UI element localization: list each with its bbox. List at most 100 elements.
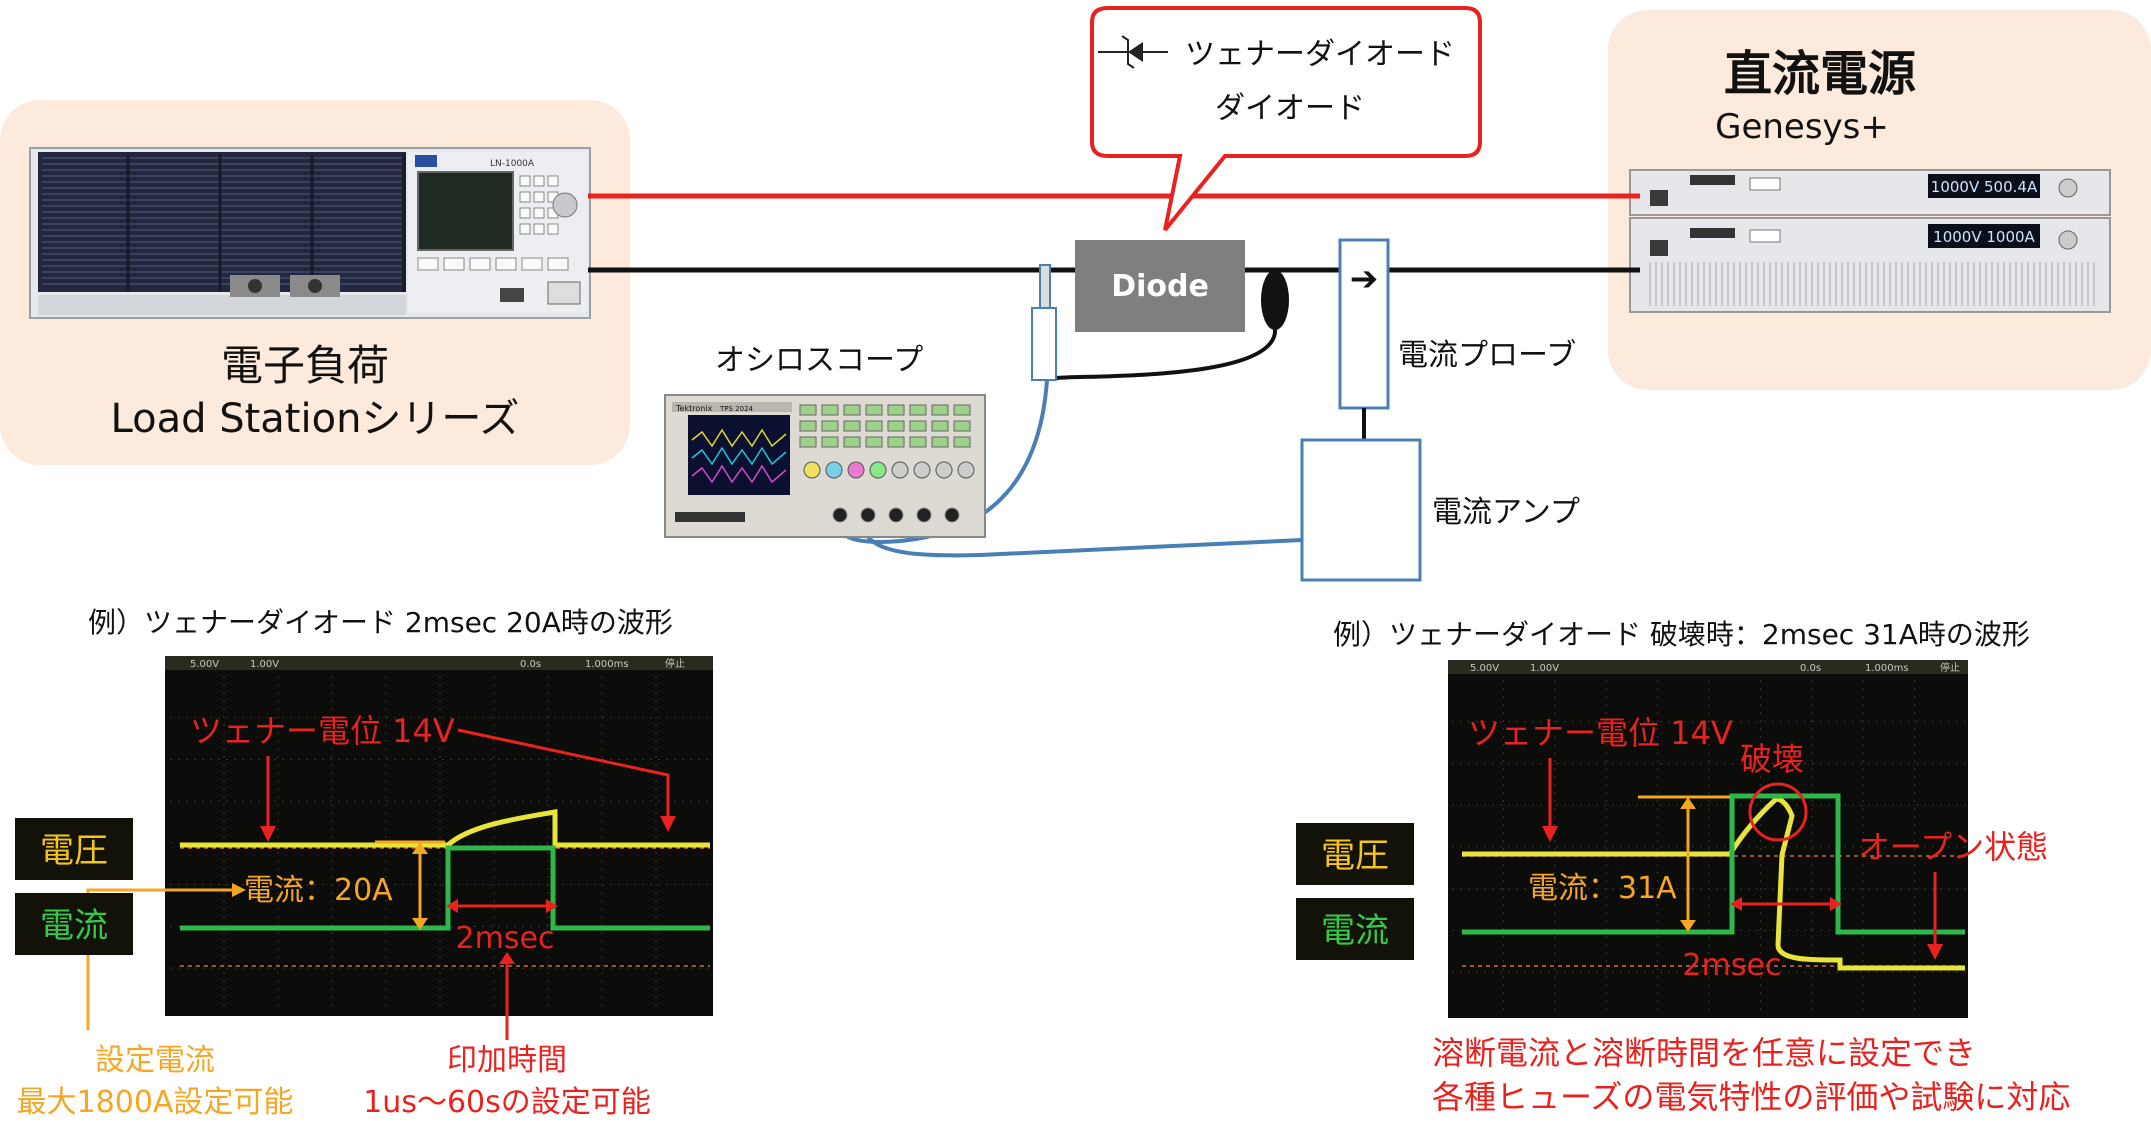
scope-knob[interactable] [957, 461, 975, 479]
diode-block [1075, 240, 1245, 332]
scope-button[interactable] [953, 436, 971, 448]
left-example-heading: 例）ツェナーダイオード 2msec 20A時の波形 [88, 606, 673, 639]
load-brand-badge [415, 155, 437, 167]
current-amp [1300, 438, 1422, 582]
current-direction-arrow-icon: ➔ [1350, 259, 1379, 299]
scope-button[interactable] [865, 420, 883, 432]
scope-button[interactable] [843, 404, 861, 416]
diode-label: Diode [1111, 269, 1209, 304]
scope-button[interactable] [799, 436, 817, 448]
electronic-load-device: LN-1000A [29, 147, 591, 319]
supply-display-bottom-text: 1000V 1000A [1933, 228, 2035, 246]
scope-button[interactable] [887, 404, 905, 416]
load-keypad-button[interactable] [519, 223, 531, 235]
load-key-button[interactable] [417, 257, 439, 271]
right-current-label: 電流：31A [1528, 871, 1677, 906]
load-key-button[interactable] [547, 257, 569, 271]
callout-line-diode: ダイオード [1215, 91, 1365, 126]
supply-knob-icon[interactable] [2058, 178, 2078, 198]
scope-button[interactable] [843, 436, 861, 448]
scope-knob[interactable] [847, 461, 865, 479]
right-legend-voltage-box [1296, 823, 1414, 885]
left-legend-current-box [15, 893, 133, 955]
left-legend-voltage: 電圧 [40, 831, 108, 871]
scope-knob[interactable] [803, 461, 821, 479]
scope-knob[interactable] [869, 461, 887, 479]
scope-button[interactable] [887, 420, 905, 432]
scope-button[interactable] [931, 436, 949, 448]
right-broken-label: 破壊 [1740, 740, 1804, 778]
load-keypad-button[interactable] [533, 207, 545, 219]
scope-button[interactable] [931, 404, 949, 416]
scope-button[interactable] [799, 420, 817, 432]
load-keypad-button[interactable] [519, 191, 531, 203]
scope-input-connector [860, 507, 876, 523]
left-scope-capture: 5.00V 1.00V 0.0s 1.000ms 停止 [165, 656, 713, 1016]
scope-button[interactable] [821, 420, 839, 432]
right-note-line2: 各種ヒューズの電気特性の評価や試験に対応 [1432, 1078, 2070, 1116]
load-keypad-button[interactable] [547, 175, 559, 187]
scope-button[interactable] [931, 420, 949, 432]
right-status-state: 停止 [1940, 661, 1960, 674]
right-legend-current-box [1296, 898, 1414, 960]
load-key-button[interactable] [443, 257, 465, 271]
load-keypad-button[interactable] [547, 223, 559, 235]
load-keypad-button[interactable] [519, 207, 531, 219]
supply-subtitle: Genesys+ [1715, 107, 1889, 147]
supply-knob-icon-2[interactable] [2058, 230, 2078, 250]
left-current-trace [180, 845, 710, 931]
load-title: 電子負荷 [221, 341, 389, 390]
left-current-label: 電流：20A [244, 873, 393, 908]
left-status-state: 停止 [665, 657, 685, 670]
load-keypad-button[interactable] [533, 191, 545, 203]
load-key-button[interactable] [495, 257, 517, 271]
load-key-button[interactable] [469, 257, 491, 271]
scope-input-connector [888, 507, 904, 523]
scope-button[interactable] [821, 436, 839, 448]
right-legend-voltage: 電圧 [1321, 836, 1389, 876]
supply-display-bottom [1928, 224, 2040, 248]
voltage-probe [1031, 307, 1057, 381]
scope-button[interactable] [799, 404, 817, 416]
scope-knob[interactable] [935, 461, 953, 479]
right-open-label: オープン状態 [1858, 828, 2048, 866]
left-apply-title: 印加時間 [447, 1043, 567, 1078]
scope-button[interactable] [953, 420, 971, 432]
load-knob-icon[interactable] [552, 192, 578, 218]
load-keypad-button[interactable] [533, 175, 545, 187]
scope-button[interactable] [909, 436, 927, 448]
left-status-timebase: 1.000ms [585, 659, 629, 670]
supply-display-top [1928, 174, 2040, 198]
dc-power-supply-device: 1000V 500.4A 1000V 1000A [1629, 169, 2111, 313]
right-status-timebase: 1.000ms [1865, 663, 1909, 674]
oscilloscope-label: オシロスコープ [715, 343, 923, 378]
scope-brand: Tektronix [675, 404, 713, 413]
scope-input-connector [944, 507, 960, 523]
scope-button[interactable] [865, 404, 883, 416]
left-apply-detail: 1us～60sの設定可能 [363, 1085, 651, 1120]
load-key-button[interactable] [521, 257, 543, 271]
supply-display-top-text: 1000V 500.4A [1931, 178, 2038, 196]
scope-knob[interactable] [913, 461, 931, 479]
scope-button[interactable] [843, 420, 861, 432]
scope-button[interactable] [887, 436, 905, 448]
load-subtitle: Load Stationシリーズ [111, 396, 520, 442]
scope-button[interactable] [821, 404, 839, 416]
callout-line-zener: ツェナーダイオード [1185, 37, 1455, 72]
scope-model: TPS 2024 [719, 405, 754, 413]
load-keypad-button[interactable] [533, 223, 545, 235]
load-keypad-button[interactable] [519, 175, 531, 187]
left-setting-title: 設定電流 [95, 1043, 215, 1078]
scope-button[interactable] [865, 436, 883, 448]
right-status-time: 0.0s [1800, 663, 1821, 674]
scope-knob[interactable] [825, 461, 843, 479]
load-screen [417, 171, 514, 251]
scope-knob[interactable] [891, 461, 909, 479]
scope-input-connector [832, 507, 848, 523]
right-scope-capture: 5.00V 1.00V 0.0s 1.000ms 停止 [1448, 660, 1968, 1018]
load-model-label: LN-1000A [490, 159, 535, 169]
scope-button[interactable] [909, 420, 927, 432]
scope-button[interactable] [909, 404, 927, 416]
scope-button[interactable] [953, 404, 971, 416]
oscilloscope-device: Tektronix TPS 2024 [664, 394, 986, 538]
